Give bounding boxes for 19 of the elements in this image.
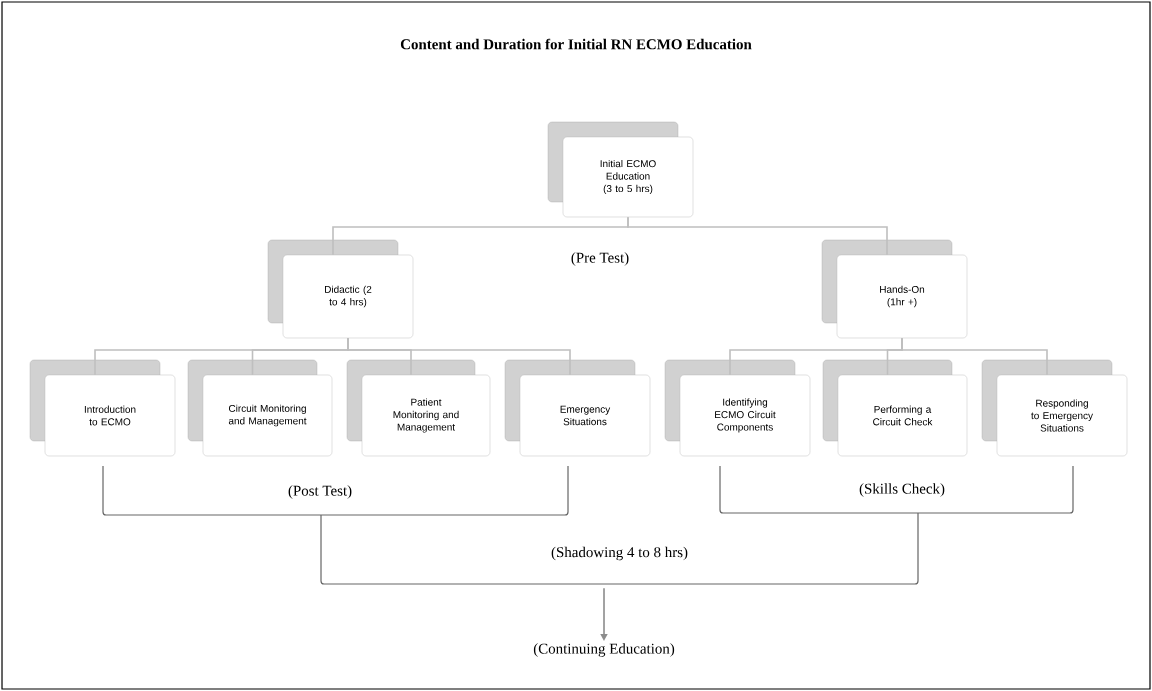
process-box: Responding to Emergency Situations (996, 374, 1128, 457)
title: Content and Duration for Initial RN ECMO Education (400, 38, 752, 50)
connector (347, 337, 571, 376)
outcome-text: (Continuing Education) (533, 643, 675, 657)
bracket: (Shadowing 4 to 8 hrs) (320, 512, 919, 585)
connector (901, 337, 1048, 376)
process-box: Emergency Situations (519, 374, 651, 457)
annotation: (Pre Test) (568, 250, 632, 268)
process-box: Patient Monitoring and Management (361, 374, 491, 457)
process-box: Performing a Circuit Check (837, 374, 968, 457)
connector (627, 216, 888, 256)
process-box: Didactic (2 to 4 hrs) (282, 254, 414, 339)
process-box: Introduction to ECMO (44, 374, 176, 457)
annotation: (Skills Check) (857, 481, 947, 499)
process-box: Initial ECMO Education (3 to 5 hrs) (562, 136, 694, 218)
annotation: (Post Test) (285, 483, 355, 501)
process-box: Identifying ECMO Circuit Components (679, 374, 811, 457)
process-box: Circuit Monitoring and Management (202, 374, 333, 457)
process-box: Hands-On (1hr +) (836, 254, 968, 339)
